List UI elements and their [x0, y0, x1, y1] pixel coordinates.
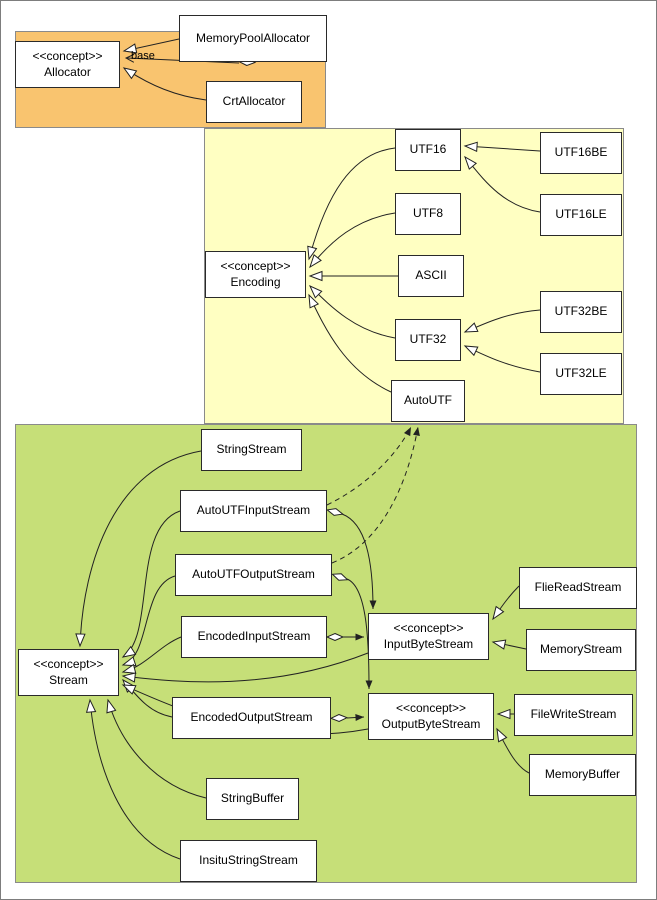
- node-autoutf-input-stream: AutoUTFInputStream: [180, 490, 327, 532]
- node-string-stream: StringStream: [201, 429, 302, 471]
- node-file-write-stream: FileWriteStream: [514, 694, 633, 736]
- node-memory-stream: MemoryStream: [526, 629, 636, 671]
- node-utf32be: UTF32BE: [540, 291, 622, 333]
- node-encoded-output-stream: EncodedOutputStream: [172, 697, 331, 739]
- node-memory-buffer: MemoryBuffer: [529, 754, 636, 796]
- node-output-byte-stream: <<concept>> OutputByteStream: [368, 693, 494, 740]
- node-utf32le: UTF32LE: [540, 353, 622, 395]
- node-encoding: <<concept>> Encoding: [205, 251, 306, 298]
- node-allocator: <<concept>> Allocator: [15, 41, 120, 88]
- node-stream: <<concept>> Stream: [18, 649, 119, 696]
- node-memory-pool-allocator: MemoryPoolAllocator: [179, 15, 327, 62]
- node-crt-allocator: CrtAllocator: [206, 81, 302, 123]
- edge-label-base: base: [131, 50, 155, 62]
- node-autoutf-output-stream: AutoUTFOutputStream: [175, 554, 332, 596]
- node-encoded-input-stream: EncodedInputStream: [181, 616, 327, 658]
- node-utf16be: UTF16BE: [540, 132, 622, 174]
- node-utf32: UTF32: [395, 319, 461, 361]
- node-input-byte-stream: <<concept>> InputByteStream: [368, 613, 489, 660]
- node-flie-read-stream: FlieReadStream: [519, 567, 637, 609]
- node-ascii: ASCII: [398, 255, 464, 297]
- node-string-buffer: StringBuffer: [206, 778, 299, 820]
- node-utf16le: UTF16LE: [540, 194, 622, 236]
- node-insitu-string-stream: InsituStringStream: [180, 840, 317, 882]
- node-utf8: UTF8: [395, 193, 461, 235]
- node-utf16: UTF16: [395, 129, 461, 171]
- node-autoutf: AutoUTF: [391, 380, 465, 422]
